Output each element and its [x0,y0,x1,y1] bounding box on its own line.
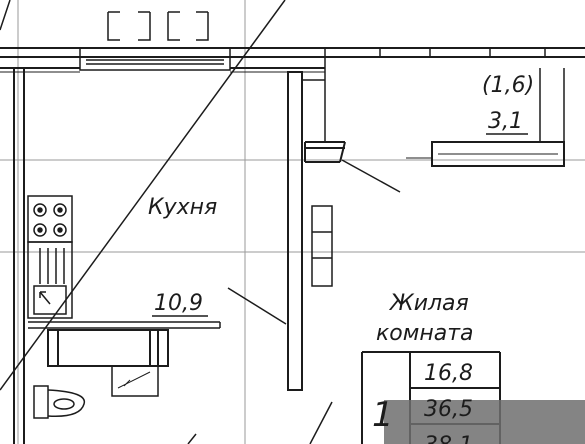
overlay-panel [384,400,585,444]
living-room-label-line2: комната [376,321,474,346]
bathroom [47,329,169,397]
balcony-wall [304,68,565,167]
stove [27,195,73,243]
outer-wall-left [13,68,25,444]
total-area-value: 36,5 [424,397,473,422]
counter-ledge [28,321,221,329]
window-kitchen [79,47,231,71]
bottom-strokes [187,401,333,444]
kitchen-area: 10,9 [154,291,203,316]
balcony-rail-top [324,48,546,68]
door-opening-markers [311,205,333,287]
diagonal-section-line [0,0,286,391]
living-area-value: 16,8 [424,361,473,386]
upper-room-outlines [107,11,209,41]
extra-area-value: 38,1 [424,433,473,444]
kitchen-label: Кухня [148,195,217,220]
rooms-count: 1 [372,395,394,435]
balcony-area-reduced: (1,6) [482,73,534,98]
toilet-icon [33,385,86,419]
door-swings [227,159,401,325]
kitchen-sink [27,241,73,319]
living-room-label-line1: Жилая [388,291,469,316]
partition-wall [287,68,326,391]
balcony-area: 3,1 [488,109,523,134]
